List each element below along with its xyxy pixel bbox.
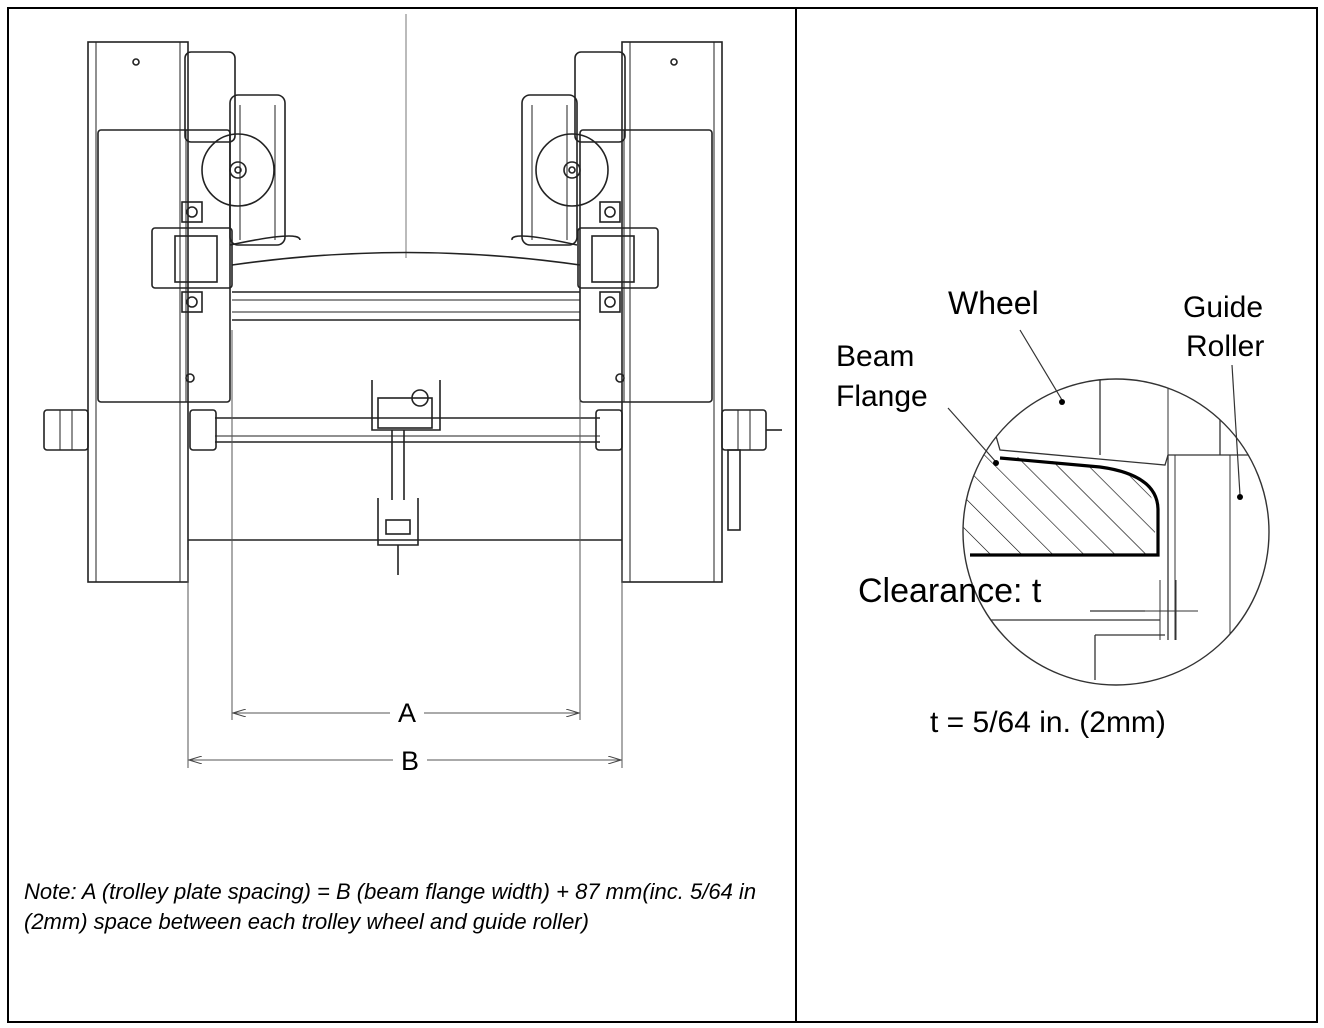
right-guide-roller xyxy=(535,133,609,207)
detail-circle-view: Wheel Guide Roller Beam Flange Clearance… xyxy=(836,285,1270,739)
clearance-formula: t = 5/64 in. (2mm) xyxy=(930,706,1166,739)
left-guide-roller xyxy=(201,133,275,207)
outer-frame xyxy=(7,7,1318,1023)
beam-flange-top xyxy=(231,251,581,266)
right-bracket xyxy=(577,201,659,313)
spacing-note: Note: A (trolley plate spacing) = B (bea… xyxy=(24,879,757,934)
dim-a-label: A xyxy=(398,698,416,728)
spacer-shaft xyxy=(43,409,782,531)
right-side-plate xyxy=(579,41,723,583)
guide-label-line1: Guide xyxy=(1183,291,1263,324)
beam-flange-section xyxy=(963,452,1155,555)
wheel-label: Wheel xyxy=(948,285,1039,321)
clearance-label: Clearance: t xyxy=(858,572,1042,610)
center-hanger xyxy=(371,380,441,575)
beam-label-line1: Beam xyxy=(836,340,914,373)
dimension-lines xyxy=(187,330,623,768)
trolley-drawing xyxy=(43,14,782,583)
panel-divider xyxy=(795,7,797,1023)
dim-b-label: B xyxy=(401,746,419,776)
left-bracket xyxy=(151,201,233,313)
guide-label-line2: Roller xyxy=(1186,330,1264,363)
beam-label-line2: Flange xyxy=(836,380,928,413)
right-housing xyxy=(511,51,626,246)
left-side-plate xyxy=(87,41,231,583)
